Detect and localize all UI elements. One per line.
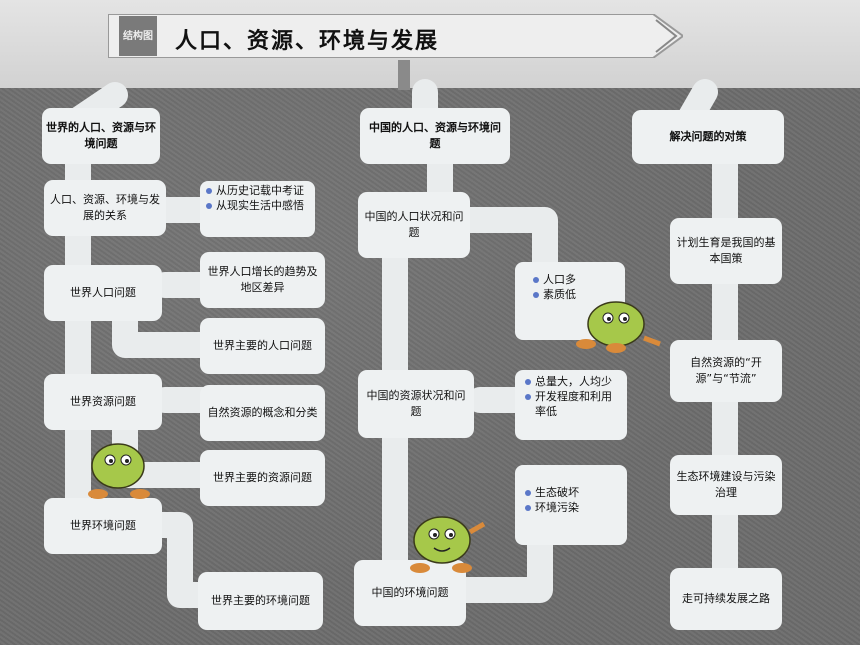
bullet-icon [525,505,531,511]
left-res-problem: 世界资源问题 [44,374,162,430]
left-res-main: 世界主要的资源问题 [200,450,325,506]
left-env-main: 世界主要的环境问题 [198,572,323,630]
left-env-problem: 世界环境问题 [44,498,162,554]
bullet-icon [525,379,531,385]
left-pop-trend: 世界人口增长的趋势及地区差异 [200,252,325,308]
middle-header: 中国的人口、资源与环境问题 [360,108,510,164]
res-items-list: 总量大，人均少 开发程度和利用率低 [515,370,627,440]
banner-label: 结构图 [119,16,157,56]
pop-item: 素质低 [533,287,607,302]
bullet-icon [206,188,212,194]
mascot-icon [88,443,150,499]
relation-list: 从历史记载中考证 从现实生活中感悟 [200,181,315,237]
pop-item: 人口多 [533,272,607,287]
left-pop-problem: 世界人口问题 [44,265,162,321]
right-header: 解决问题的对策 [632,110,784,164]
env-item: 环境污染 [525,500,617,515]
bullet-icon [533,292,539,298]
res-item: 总量大，人均少 [525,374,617,389]
bullet-icon [533,277,539,283]
right-policy: 计划生育是我国的基本国策 [670,218,782,284]
middle-pop-status: 中国的人口状况和问题 [358,192,470,258]
mascot-icon [410,516,486,573]
bullet-icon [525,490,531,496]
bullet-icon [206,203,212,209]
env-items-list: 生态破坏 环境污染 [515,465,627,545]
middle-env-problem: 中国的环境问题 [354,560,466,626]
bullet-icon [525,394,531,400]
relation-item: 从历史记载中考证 [206,183,309,198]
left-header: 世界的人口、资源与环境问题 [42,108,160,164]
banner-sign [108,14,683,58]
banner-title: 人口、资源、环境与发展 [175,28,440,54]
right-ecology: 生态环境建设与污染治理 [670,455,782,515]
middle-res-status: 中国的资源状况和问题 [358,370,474,438]
right-sustainable: 走可持续发展之路 [670,568,782,630]
relation-item: 从现实生活中感悟 [206,198,309,213]
left-pop-main: 世界主要的人口问题 [200,318,325,374]
left-res-concept: 自然资源的概念和分类 [200,385,325,441]
left-relation: 人口、资源、环境与发展的关系 [44,180,166,236]
env-item: 生态破坏 [525,485,617,500]
res-item: 开发程度和利用率低 [525,389,617,419]
mascot-icon [576,301,661,353]
right-resources: 自然资源的“开源”与“节流” [670,340,782,402]
